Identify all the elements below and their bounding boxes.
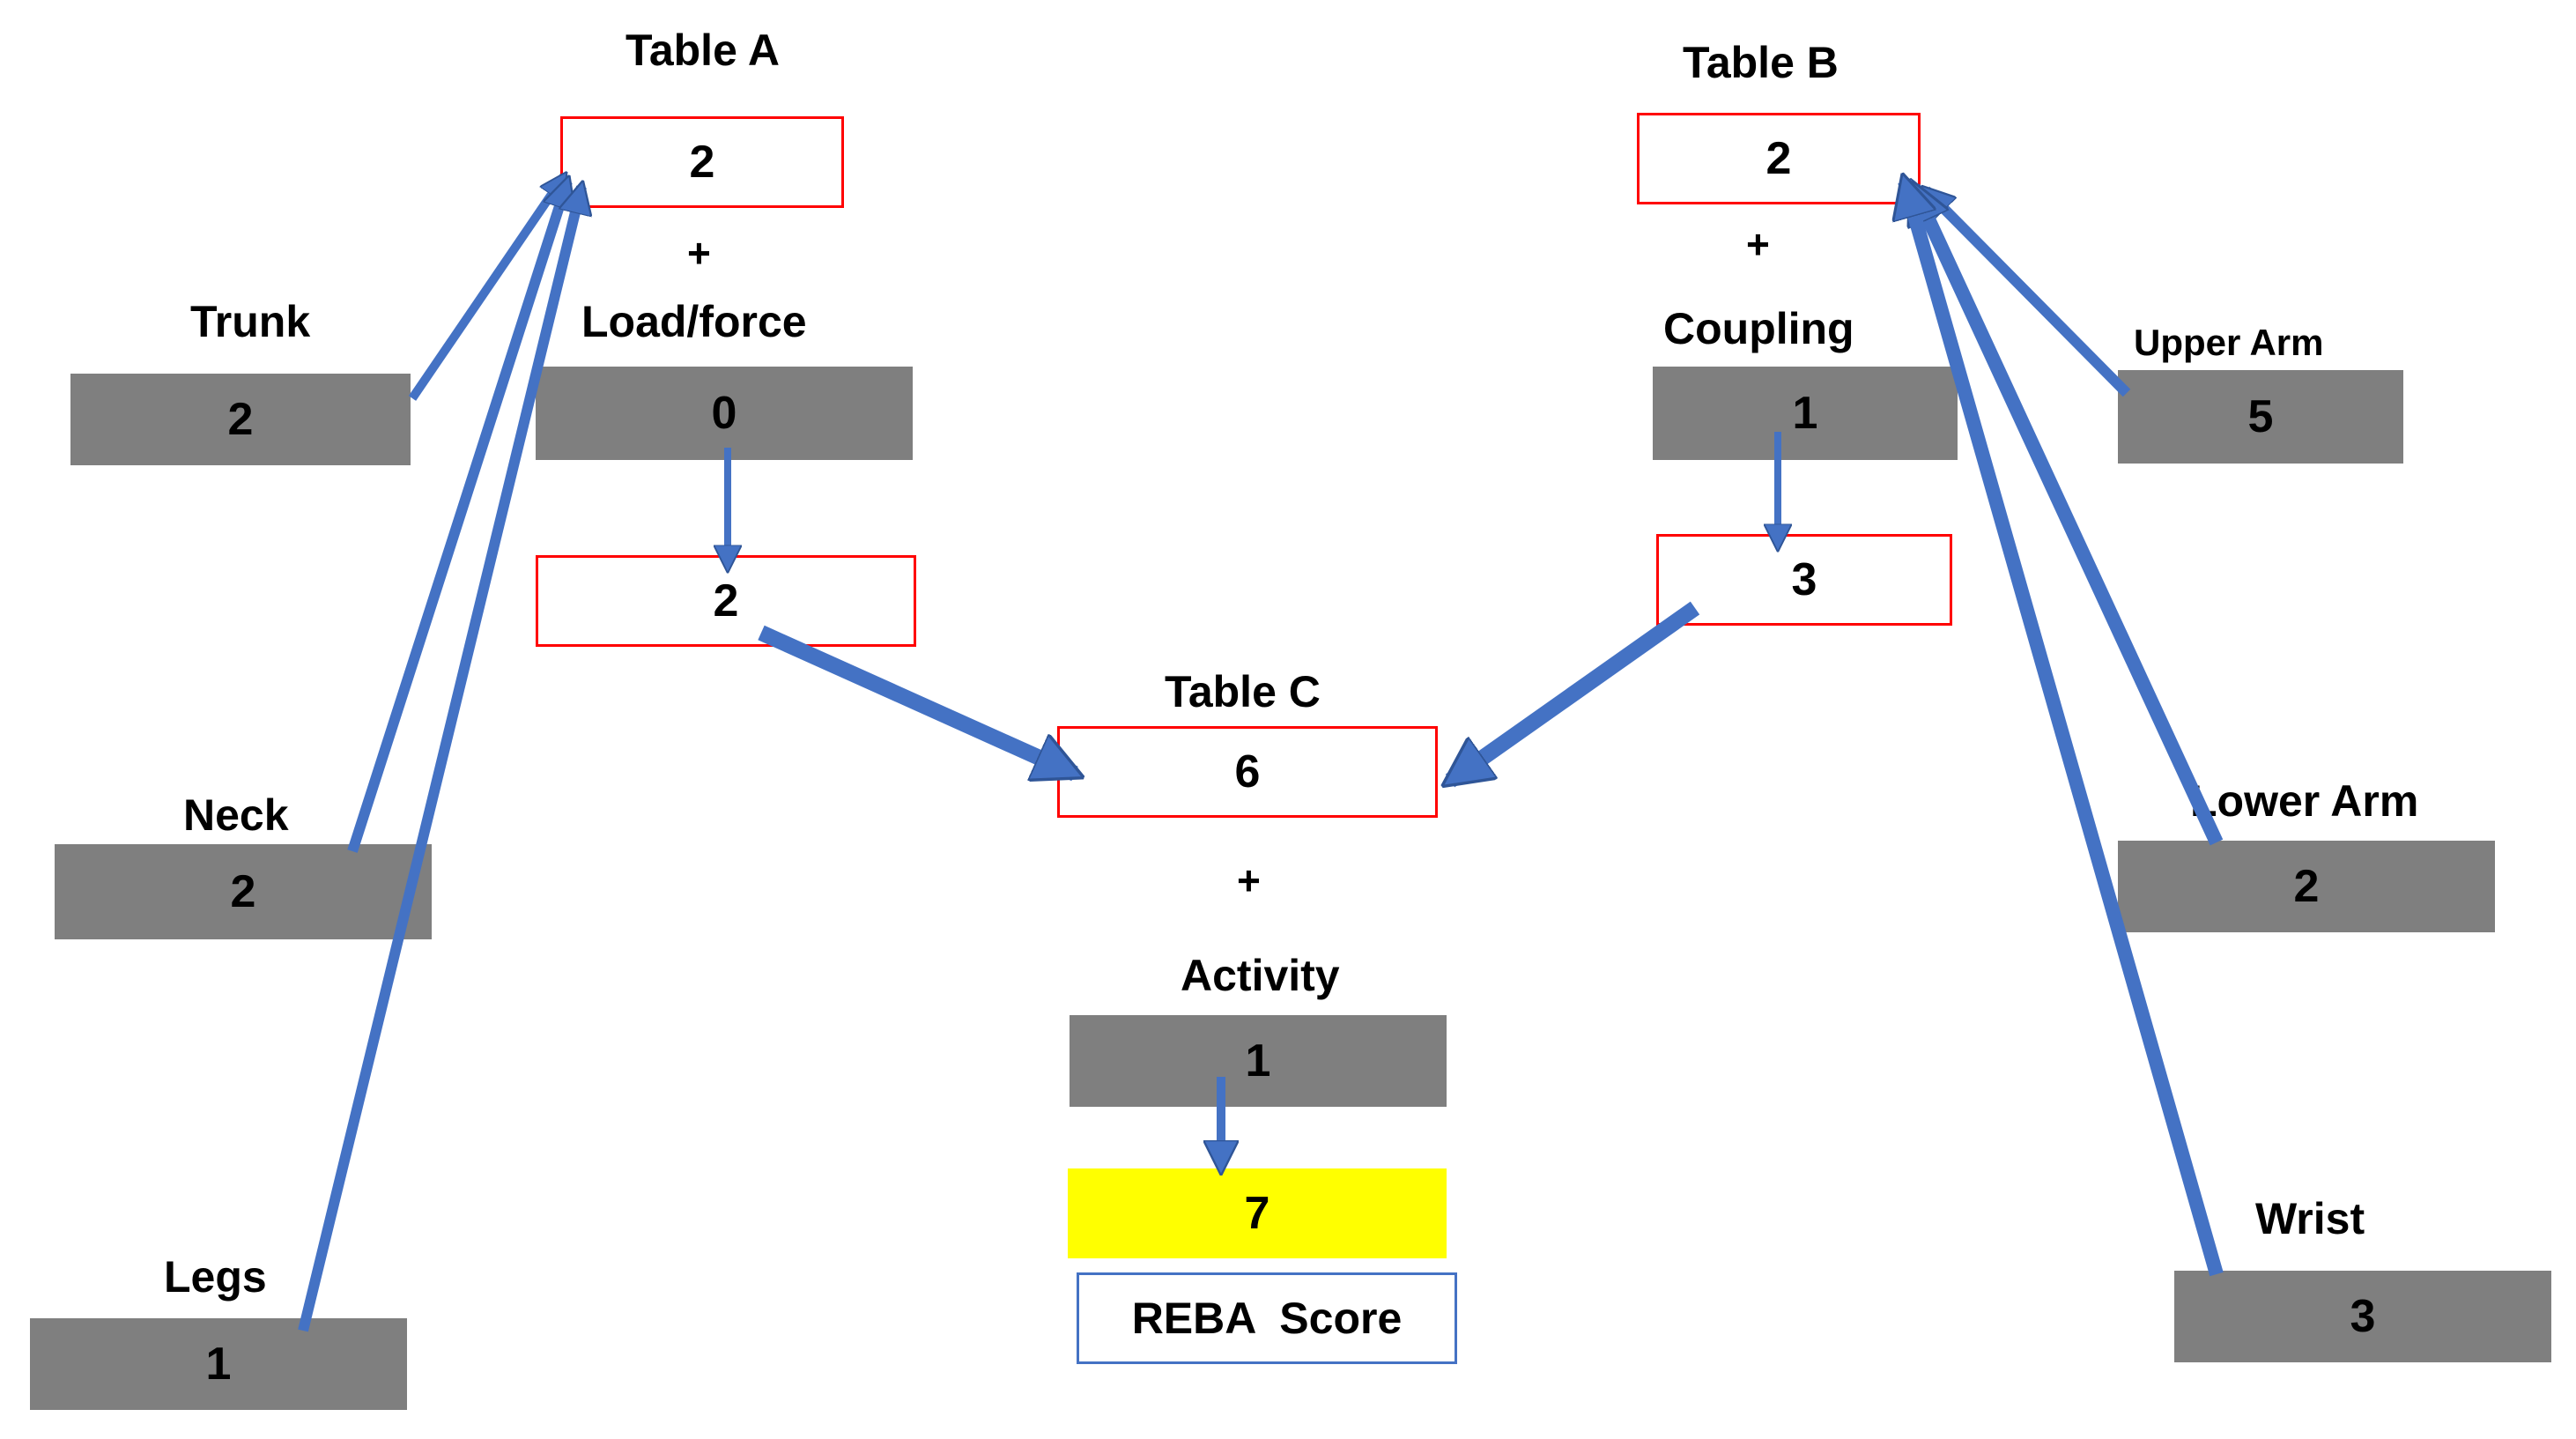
arrow-upper-arm-to-table-b (1926, 190, 2131, 397)
upper-arm-score-box: 5 (2118, 370, 2403, 464)
neck-label: Neck (183, 790, 289, 840)
legs-label: Legs (164, 1252, 267, 1302)
wrist-label: Wrist (2255, 1194, 2365, 1243)
trunk-score-box: 2 (70, 374, 411, 465)
coupling-label: Coupling (1663, 304, 1854, 353)
load-force-score-box: 0 (536, 367, 913, 460)
score-b-box: 3 (1656, 534, 1952, 626)
arrow-neck-to-table-a (347, 182, 567, 853)
coupling-score-box: 1 (1653, 367, 1958, 460)
plus-sign-c: + (1237, 857, 1261, 903)
table-b-score-box: 2 (1637, 113, 1921, 204)
plus-sign-a: + (687, 230, 711, 276)
activity-score-box: 1 (1070, 1015, 1447, 1107)
table-a-title: Table A (625, 26, 781, 75)
load-force-label: Load/force (581, 297, 807, 346)
wrist-score-box: 3 (2174, 1271, 2551, 1362)
arrow-score-b-to-table-c (1450, 601, 1700, 781)
trunk-label: Trunk (190, 297, 311, 346)
lower-arm-label: Lower Arm (2190, 776, 2419, 826)
table-c-title: Table C (1165, 667, 1321, 716)
table-a-score-box: 2 (560, 116, 844, 208)
table-b-title: Table B (1683, 38, 1839, 87)
legs-score-box: 1 (30, 1318, 407, 1410)
arrow-legs-to-table-a (298, 187, 581, 1332)
table-c-score-box: 6 (1057, 726, 1438, 818)
activity-label: Activity (1181, 951, 1340, 1000)
neck-score-box: 2 (55, 844, 432, 939)
plus-sign-b: + (1746, 221, 1770, 267)
upper-arm-label: Upper Arm (2134, 322, 2324, 363)
arrow-lower-arm-to-table-b (1913, 187, 2224, 846)
lower-arm-score-box: 2 (2118, 841, 2495, 932)
score-a-box: 2 (536, 555, 916, 647)
reba-score-value-box: 7 (1068, 1168, 1447, 1258)
reba-score-label-box: REBA Score (1077, 1272, 1457, 1364)
arrow-trunk-to-table-a (408, 176, 564, 401)
arrow-score-a-to-table-c (758, 625, 1075, 774)
